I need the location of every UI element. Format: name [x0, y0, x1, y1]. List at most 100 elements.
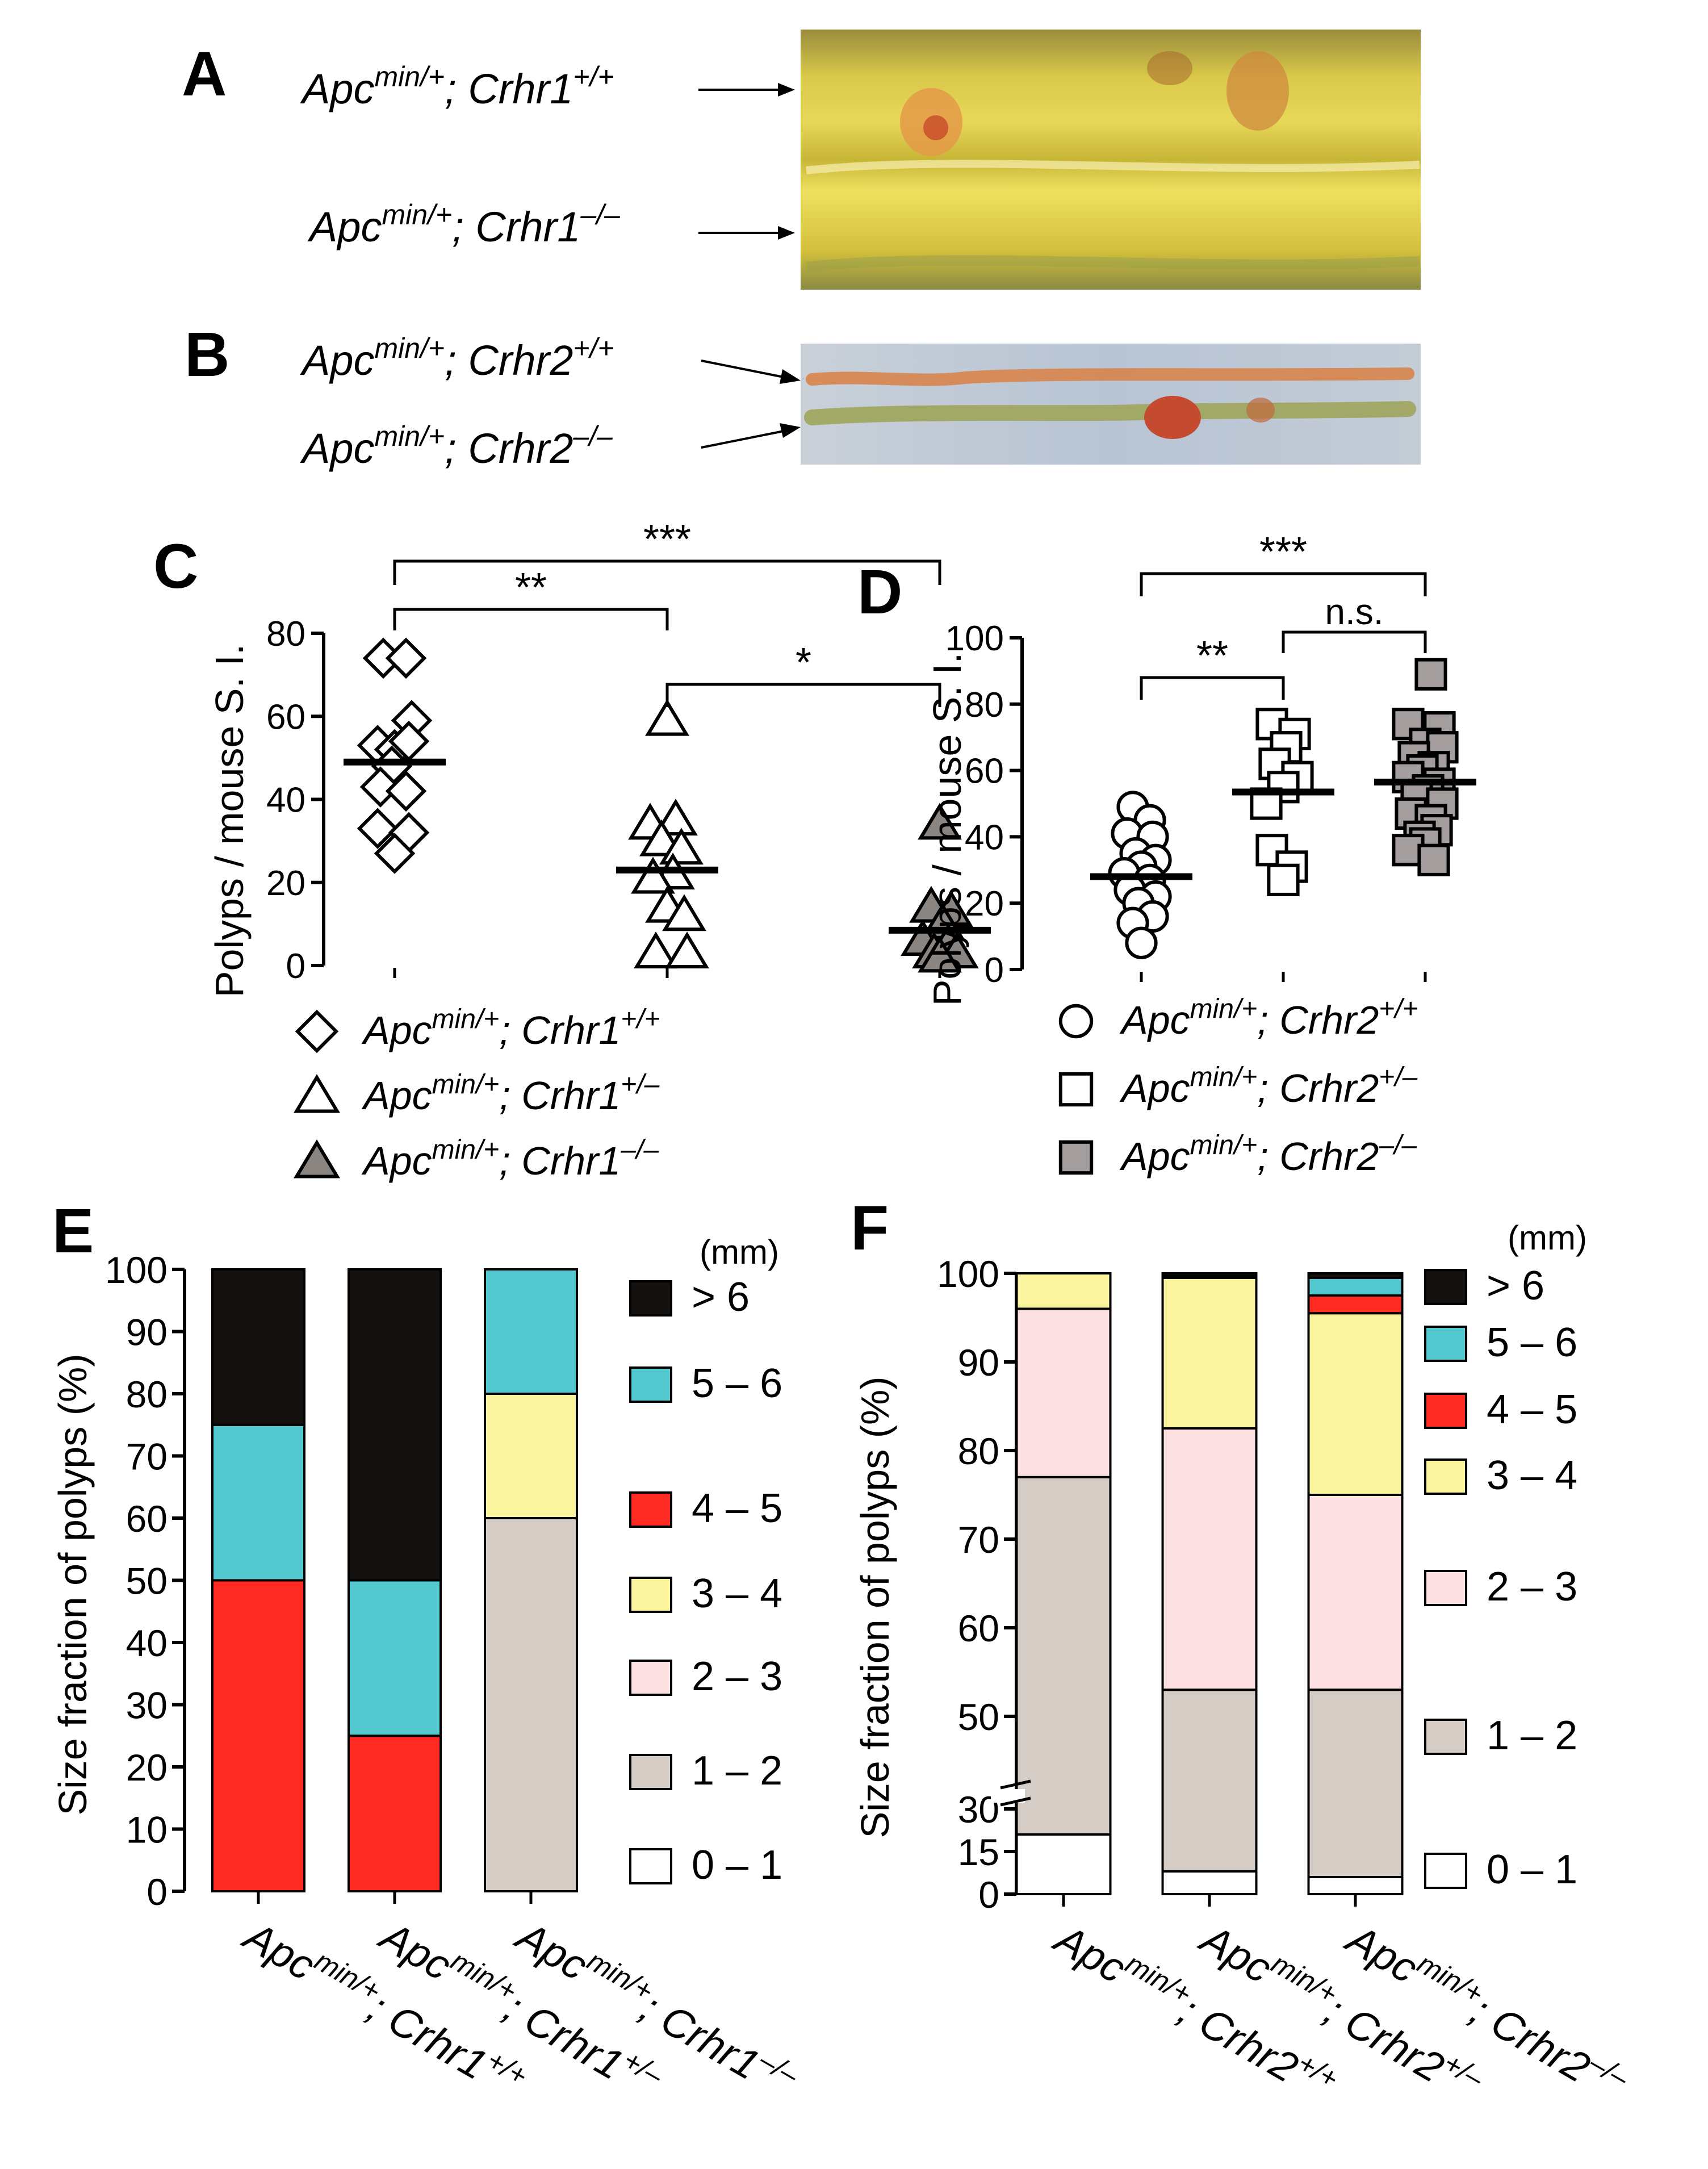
label-sep: ;	[445, 337, 468, 384]
label-base: Apc	[1192, 1914, 1280, 1992]
label-sup: –/–	[572, 420, 613, 452]
data-point	[359, 766, 401, 808]
significance-bracket	[1140, 572, 1427, 596]
panel-b: B Apcmin/+; Crhr2+/+ Apcmin/+; Crhr2–/–	[185, 320, 1421, 472]
label-base: Apc	[1119, 1066, 1190, 1110]
y-tick-label: 20	[266, 864, 305, 903]
label-base: Apc	[1119, 998, 1190, 1042]
significance-label: n.s.	[1325, 591, 1383, 632]
label-sup2: +/–	[1379, 1062, 1417, 1092]
y-tick-label: 100	[937, 1253, 999, 1295]
f-legend: (mm) > 65 – 64 – 53 – 42 – 31 – 20 – 1	[1424, 1219, 1587, 1892]
label-sep: ;	[1257, 1134, 1279, 1178]
y-tick-label: 70	[958, 1519, 999, 1561]
bar-segment	[211, 1268, 305, 1426]
y-tick-label: 80	[965, 686, 1004, 725]
label-sep: ;	[1257, 998, 1279, 1042]
significance-label: ***	[1259, 529, 1307, 575]
bar-segment	[1015, 1307, 1112, 1478]
legend-swatch	[1424, 1570, 1467, 1606]
legend-marker	[294, 1074, 340, 1113]
label-base: Apc	[361, 1073, 432, 1118]
data-point	[645, 699, 689, 736]
significance-bracket	[1140, 676, 1285, 700]
label-sup1: min/+	[1190, 994, 1258, 1024]
label-sup2: +/–	[621, 1069, 659, 1100]
panel-a-label-1: Apcmin/+; Crhr1+/+	[300, 61, 614, 112]
panel-d: D Polyps / mouse S. I. 020406080100*****…	[857, 529, 1476, 1178]
y-tick-label: 90	[958, 1341, 999, 1384]
label-sep: ;	[445, 65, 468, 112]
label-gene: Crhr1	[475, 203, 580, 250]
y-tick-label: 30	[126, 1685, 168, 1727]
legend-swatch	[629, 1660, 672, 1696]
legend-label: 0 – 1	[1487, 1847, 1577, 1892]
legend-label: 1 – 2	[1487, 1713, 1577, 1758]
panel-a-label-2: Apcmin/+; Crhr1–/–	[307, 199, 621, 250]
legend-label: 4 – 5	[692, 1486, 782, 1531]
bar-segment	[1161, 1689, 1258, 1873]
label-sup: min/+	[382, 199, 453, 231]
data-point	[665, 931, 709, 969]
label-sup: min/+	[375, 61, 445, 93]
label-gene: Crhr2	[1279, 998, 1379, 1042]
legend-label: Apcmin/+; Crhr2–/–	[1119, 1130, 1417, 1178]
label-sup1: min/+	[1412, 1947, 1489, 2010]
bar-segment	[348, 1268, 442, 1582]
label-sep: ;	[499, 1139, 521, 1183]
legend-label: > 6	[692, 1274, 750, 1320]
d-legend: Apcmin/+; Crhr2+/+Apcmin/+; Crhr2+/–Apcm…	[1058, 994, 1418, 1178]
svg-text:Apcmin/+; Crhr1–/–: Apcmin/+; Crhr1–/–	[307, 199, 621, 250]
y-tick-label: 0	[985, 951, 1004, 990]
bar-segment	[1307, 1276, 1404, 1297]
legend-label: 2 – 3	[692, 1654, 782, 1699]
arrow-b2	[701, 423, 801, 449]
e-y-axis-label: Size fraction of polyps (%)	[51, 1353, 95, 1815]
legend-label: Apcmin/+; Crhr2+/–	[1119, 1062, 1418, 1110]
label-sep: ;	[499, 1073, 521, 1118]
data-point	[374, 833, 416, 874]
significance-bracket	[393, 559, 941, 585]
label-gene: Crhr2	[1279, 1066, 1379, 1110]
legend-swatch	[1424, 1853, 1467, 1889]
data-point	[1255, 834, 1288, 867]
label-sep: ;	[445, 425, 468, 472]
label-gene: Crhr2	[468, 425, 573, 472]
bar-segment	[348, 1579, 442, 1737]
y-tick-label: 0	[286, 947, 305, 986]
legend-label: Apcmin/+; Crhr1+/+	[361, 1004, 660, 1052]
legend-swatch	[1424, 1393, 1467, 1429]
label-base: Apc	[508, 1911, 596, 1990]
label-gene: Crhr1	[521, 1073, 621, 1118]
legend-label: > 6	[1487, 1263, 1544, 1309]
bar-segment	[1307, 1689, 1404, 1878]
legend-swatch	[1424, 1458, 1467, 1495]
bar-segment	[1307, 1494, 1404, 1691]
label-sep: ;	[452, 203, 475, 250]
y-tick-label: 90	[126, 1311, 168, 1353]
panel-f: F Size fraction of polyps (%) 0153050607…	[851, 1193, 1635, 2095]
y-tick-label: 100	[945, 619, 1004, 658]
y-tick-label: 60	[126, 1498, 168, 1540]
label-gene: Crhr2	[1483, 1998, 1598, 2091]
data-point	[1414, 658, 1447, 691]
e-legend-title: (mm)	[700, 1233, 779, 1271]
svg-text:Apcmin/+; Crhr1+/+: Apcmin/+; Crhr1+/+	[300, 61, 614, 112]
legend-marker	[1058, 1140, 1094, 1175]
panel-letter-a: A	[182, 39, 227, 109]
bar-segment	[484, 1393, 578, 1519]
tissue-photo-a	[801, 30, 1421, 290]
bar-segment	[484, 1517, 578, 1892]
bar-segment	[211, 1579, 305, 1892]
y-tick-label: 40	[126, 1622, 168, 1664]
panel-b-label-2: Apcmin/+; Crhr2–/–	[300, 420, 613, 472]
legend-swatch	[629, 1848, 672, 1884]
label-sup1: min/+	[432, 1004, 500, 1034]
label-sup: –/–	[580, 199, 621, 231]
y-tick-label: 50	[126, 1560, 168, 1602]
label-base: Apc	[1338, 1914, 1426, 1992]
tissue-photo-b	[801, 344, 1421, 465]
label-base: Apc	[361, 1008, 432, 1052]
legend-label: 1 – 2	[692, 1748, 782, 1794]
y-tick-label: 80	[126, 1373, 168, 1415]
